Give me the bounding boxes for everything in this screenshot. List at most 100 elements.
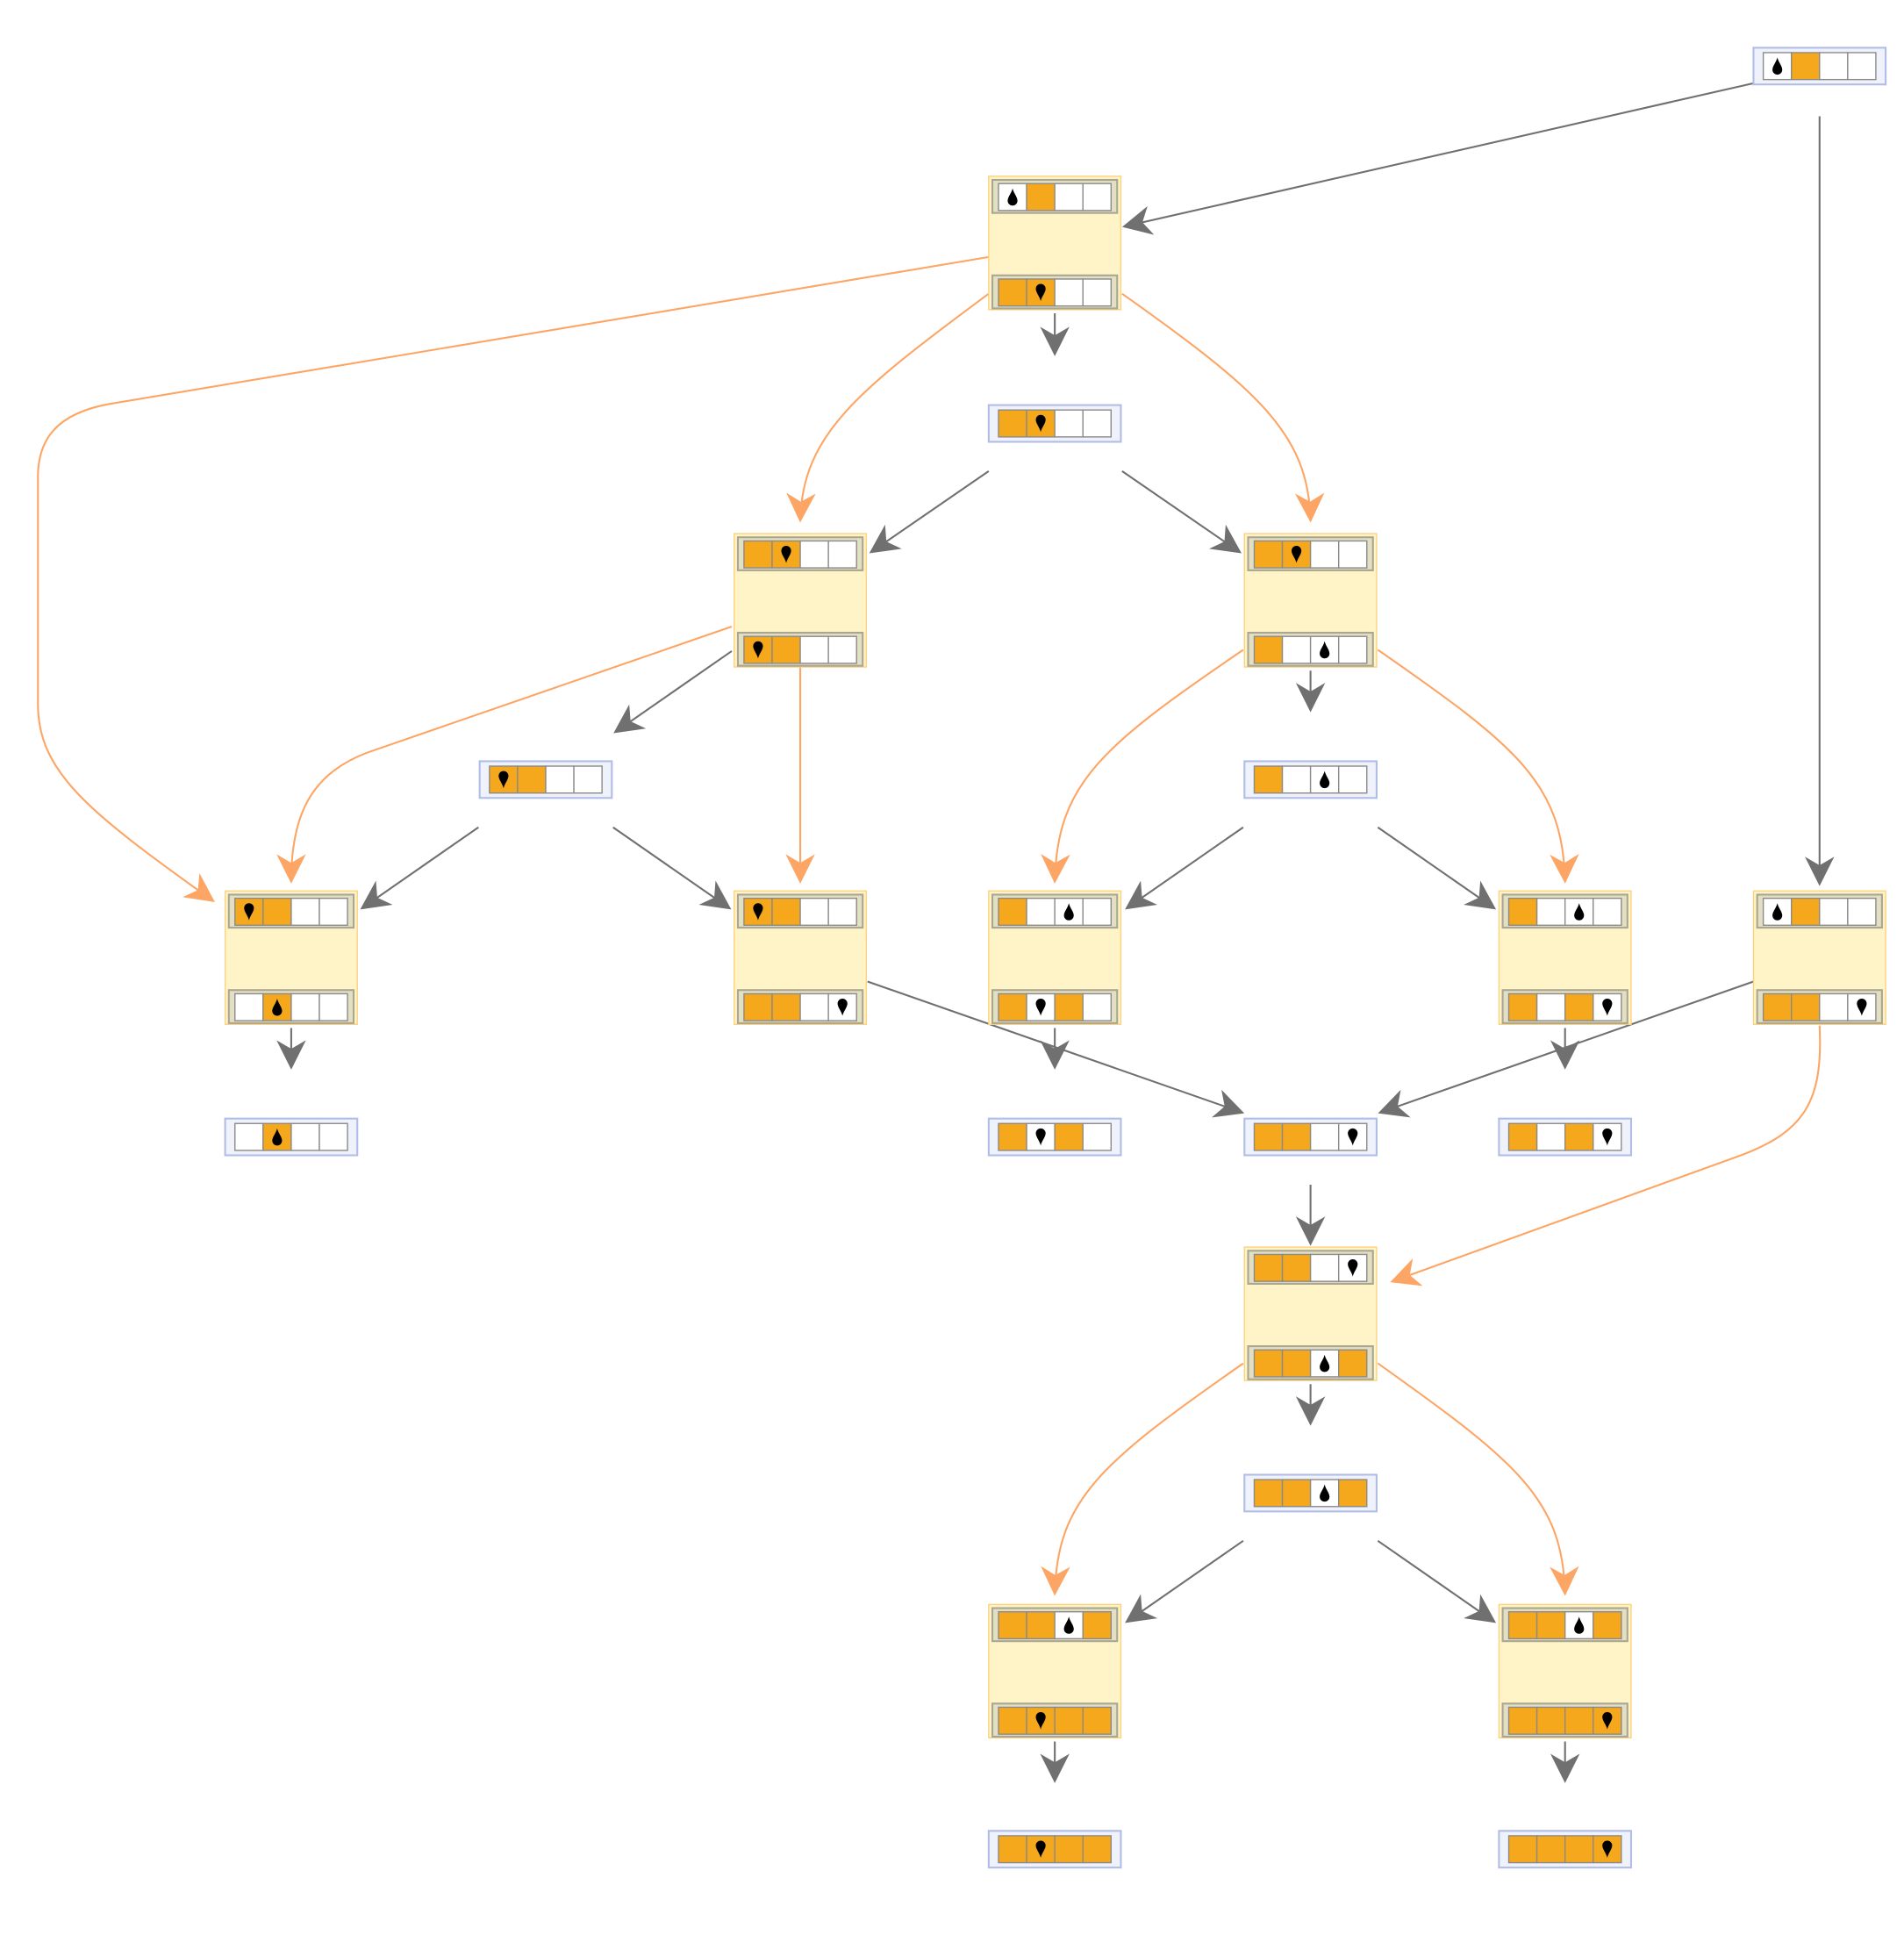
droplet-head-icon (1602, 1712, 1613, 1730)
tape-cell (1253, 1479, 1284, 1508)
step-box-e2 (1243, 533, 1378, 668)
state-node-s10 (1498, 1830, 1633, 1869)
tape-cell (1507, 1610, 1538, 1640)
tape-cell (290, 1122, 320, 1151)
tape-cell (799, 993, 829, 1021)
droplet-head-icon (753, 641, 763, 659)
droplet-head-icon (1574, 903, 1585, 921)
step-box-e3 (224, 890, 358, 1025)
tape-cell (290, 897, 320, 927)
droplet-head-icon (272, 1128, 283, 1146)
tape-cell (1253, 1349, 1284, 1378)
tape-cell (1082, 1706, 1112, 1735)
edge-s1-e2 (1121, 470, 1242, 554)
tape-cell (1337, 540, 1368, 569)
tape-cell (827, 540, 857, 569)
tape-cell (1082, 993, 1112, 1021)
droplet-head-icon (1292, 545, 1302, 563)
transition-edges (276, 82, 1835, 1783)
branch-e2-e5 (1041, 649, 1244, 884)
tape-cell (799, 635, 829, 664)
step-box-e4 (734, 890, 868, 1025)
edge-e4-s6 (867, 980, 1245, 1118)
edge-s2-e3 (360, 826, 479, 910)
tape-cell (1253, 540, 1284, 569)
droplet-head-icon (1320, 770, 1330, 789)
tape-cell (319, 897, 348, 927)
tape-cell (1507, 1706, 1538, 1735)
step-box-e9 (988, 1603, 1122, 1739)
step-box-e5 (988, 890, 1122, 1025)
tape-cell (827, 897, 857, 927)
tape-cell (1535, 1122, 1566, 1151)
tape-cell (262, 897, 292, 927)
tape-cell (1253, 635, 1284, 664)
tape-cell (998, 1706, 1027, 1735)
edge-e1-s2 (613, 650, 733, 734)
tape-cell (1762, 993, 1793, 1021)
state-node-s2 (478, 760, 613, 799)
tape-cell (234, 993, 264, 1021)
tape-cell (1847, 52, 1877, 81)
tape-cell (1337, 635, 1368, 664)
droplet-head-icon (1063, 1616, 1074, 1634)
tape-cell (1535, 1706, 1566, 1735)
tape-cell (1819, 52, 1849, 81)
tape-cell (1054, 1706, 1084, 1735)
tape-cell (1026, 1610, 1056, 1640)
tape-cell (1819, 897, 1849, 927)
tape-cell (1337, 765, 1368, 794)
tape-cell (1054, 409, 1084, 438)
tape-cell (1253, 1122, 1284, 1151)
droplet-head-icon (1035, 998, 1046, 1016)
tape-cell (1281, 635, 1312, 664)
droplet-head-icon (1320, 1354, 1330, 1372)
branch-e8-e9 (1041, 1362, 1244, 1596)
tape-cell (1054, 1122, 1084, 1151)
tape-cell (1337, 1349, 1368, 1378)
tape-cell (1564, 1706, 1594, 1735)
droplet-head-icon (837, 998, 848, 1016)
tape-cell (1026, 897, 1056, 927)
branch-e8-e10 (1377, 1362, 1579, 1596)
tape-cell (1790, 897, 1821, 927)
droplet-head-icon (1035, 1128, 1046, 1146)
tape-cell (827, 635, 857, 664)
tape-cell (743, 993, 773, 1021)
edge-s2-e4 (612, 826, 732, 910)
tape-cell (1054, 993, 1084, 1021)
tape-cell (319, 1122, 348, 1151)
tape-cell (1281, 1479, 1312, 1508)
state-node-s1 (987, 404, 1122, 443)
tape-cell (1281, 1349, 1312, 1378)
tape-cell (1082, 1610, 1112, 1640)
state-node-s8 (1243, 1473, 1378, 1513)
tape-cell (1082, 278, 1112, 307)
tape-cell (771, 993, 801, 1021)
edge-s8-e9 (1125, 1539, 1244, 1623)
tape-cell (290, 993, 320, 1021)
step-box-e6 (1498, 890, 1632, 1025)
tape-cell (517, 765, 547, 794)
edge-s3-e6 (1377, 826, 1497, 910)
tape-cell (1790, 993, 1821, 1021)
tape-cell (1309, 540, 1340, 569)
tape-cell (1082, 1122, 1112, 1151)
droplet-head-icon (1035, 414, 1046, 433)
branch-edges (37, 255, 1822, 1596)
tape-cell (998, 409, 1027, 438)
tape-cell (1593, 897, 1622, 927)
branch-e0-e3 (37, 255, 990, 903)
droplet-head-icon (1602, 1840, 1613, 1859)
tape-cell (1054, 1835, 1084, 1864)
tape-cell (1253, 765, 1284, 794)
tape-cell (1564, 1122, 1594, 1151)
edge-s1-e1 (869, 470, 990, 554)
step-box-e1 (734, 533, 868, 668)
droplet-head-icon (498, 770, 509, 789)
tape-cell (1253, 1253, 1284, 1282)
state-node-s5 (987, 1117, 1122, 1157)
droplet-head-icon (1063, 903, 1074, 921)
tape-cell (573, 765, 603, 794)
